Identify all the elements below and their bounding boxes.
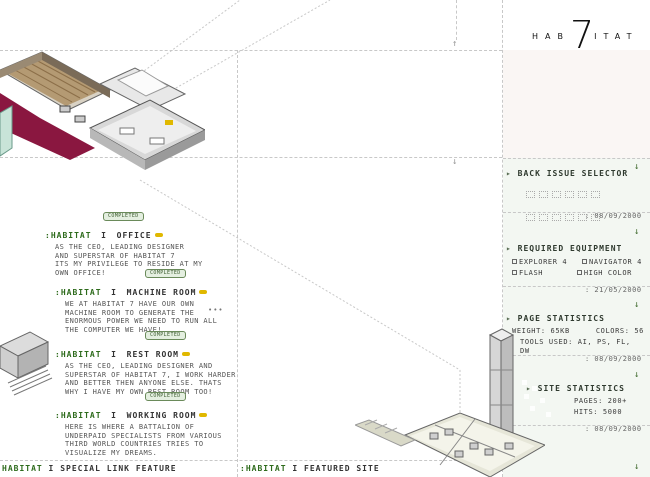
issue-slot[interactable] bbox=[591, 191, 600, 198]
guide-line bbox=[237, 50, 238, 477]
issue-slot[interactable] bbox=[591, 214, 600, 221]
room-brand: :HABITAT bbox=[55, 288, 102, 297]
down-arrow-icon[interactable]: ↓ bbox=[634, 300, 640, 310]
site-stats-list: PAGES: 200+ HITS: 5000 bbox=[574, 397, 627, 417]
room-brand: :HABITAT bbox=[55, 350, 102, 359]
guide-line bbox=[503, 158, 650, 159]
issue-slot[interactable] bbox=[578, 214, 587, 221]
sidebar-panel bbox=[503, 158, 650, 477]
equipment-item: NAVIGATOR 4 bbox=[582, 258, 642, 267]
room-brand: :HABITAT bbox=[45, 231, 92, 240]
completed-badge: COMPLETED bbox=[145, 331, 186, 340]
issue-slot[interactable] bbox=[539, 191, 548, 198]
stat-pages: PAGES: 200+ bbox=[574, 397, 627, 405]
room-title[interactable]: MACHINE ROOM bbox=[126, 288, 197, 297]
working-room-illustration[interactable] bbox=[355, 325, 545, 477]
checkbox-icon bbox=[576, 270, 582, 275]
marker-icon: ▸ bbox=[506, 169, 512, 178]
page-stats-date: : 08/09/2000 bbox=[585, 355, 642, 363]
back-issue-date: : 08/09/2000 bbox=[585, 212, 642, 220]
featured-site-label: FEATURED SITE bbox=[304, 464, 380, 473]
room-entry-office[interactable]: COMPLETED :HABITAT I OFFICE AS THE CEO, … bbox=[45, 202, 240, 277]
equipment-date: : 21/05/2000 bbox=[585, 286, 642, 294]
back-issue-title: ▸ BACK ISSUE SELECTOR bbox=[506, 169, 629, 178]
marker-icon: ▸ bbox=[526, 384, 532, 393]
equipment-item: EXPLORER 4 bbox=[512, 258, 567, 267]
guide-line bbox=[502, 0, 503, 477]
issue-slot[interactable] bbox=[526, 214, 535, 221]
more-icon[interactable]: ••• bbox=[208, 306, 224, 314]
guide-line bbox=[503, 355, 650, 356]
down-arrow-icon[interactable]: ↓ bbox=[634, 370, 640, 380]
room-title[interactable]: WORKING ROOM bbox=[126, 411, 197, 420]
issue-slot[interactable] bbox=[539, 214, 548, 221]
logo-seven: 7 bbox=[569, 13, 595, 57]
site-stats-date: : 08/09/2000 bbox=[585, 425, 642, 433]
status-pill-icon bbox=[154, 233, 163, 237]
page-stats-title: ▸ PAGE STATISTICS bbox=[506, 314, 605, 323]
down-arrow-icon[interactable]: ↓ bbox=[634, 462, 640, 472]
page-stats-list: WEIGHT: 65KB COLORS: 56 TOOLS USED: AI, P… bbox=[512, 327, 644, 356]
room-entry-machine-room[interactable]: COMPLETED :HABITAT I MACHINE ROOM WE AT … bbox=[55, 259, 235, 334]
room-entry-rest-room[interactable]: COMPLETED :HABITAT I REST ROOM AS THE CE… bbox=[55, 321, 240, 396]
room-entry-working-room[interactable]: COMPLETED :HABITAT I WORKING ROOM HERE I… bbox=[55, 382, 240, 457]
special-link-feature[interactable]: HABITAT I SPECIAL LINK FEATURE bbox=[2, 464, 177, 473]
room-brand: :HABITAT bbox=[55, 411, 102, 420]
completed-badge: COMPLETED bbox=[145, 269, 186, 278]
pixel-pattern-decoration bbox=[522, 380, 551, 417]
brand-logo[interactable]: HAB7ITAT bbox=[532, 4, 639, 57]
stat-hits: HITS: 5000 bbox=[574, 408, 623, 416]
equipment-title: ▸ REQUIRED EQUIPMENT bbox=[506, 244, 623, 253]
completed-badge: COMPLETED bbox=[103, 212, 144, 221]
issue-slot[interactable] bbox=[552, 214, 561, 221]
status-pill-icon bbox=[182, 352, 190, 356]
checkbox-icon bbox=[512, 259, 517, 264]
logo-panel bbox=[503, 50, 650, 158]
checkbox-icon bbox=[512, 270, 517, 275]
featured-site[interactable]: :HABITAT I FEATURED SITE bbox=[240, 464, 380, 473]
issue-slot[interactable] bbox=[578, 191, 587, 198]
site-stats-title: ▸ SITE STATISTICS bbox=[526, 384, 625, 393]
stat-tools: TOOLS USED: AI, PS, FL, DW bbox=[520, 338, 631, 355]
equipment-item: FLASH bbox=[512, 269, 543, 278]
guide-line bbox=[456, 0, 457, 40]
guide-line bbox=[0, 460, 502, 461]
guide-line bbox=[0, 50, 502, 51]
stat-weight: WEIGHT: 65KB bbox=[512, 327, 570, 335]
issue-slot[interactable] bbox=[552, 191, 561, 198]
guide-line bbox=[503, 286, 650, 287]
room-title[interactable]: REST ROOM bbox=[126, 350, 179, 359]
rest-room-illustration[interactable] bbox=[0, 328, 55, 398]
logo-suffix: ITAT bbox=[594, 32, 639, 41]
guide-line bbox=[503, 212, 650, 213]
stat-colors: COLORS: 56 bbox=[595, 327, 644, 335]
down-arrow-icon[interactable]: ↓ bbox=[634, 227, 640, 237]
equipment-list: EXPLORER 4 NAVIGATOR 4 FLASH HIGH COLOR bbox=[512, 258, 642, 278]
down-arrow-icon[interactable]: ↓ bbox=[634, 162, 640, 172]
logo-prefix: HAB bbox=[532, 32, 570, 41]
down-arrow-icon[interactable]: ↓ bbox=[452, 157, 458, 167]
marker-icon: ▸ bbox=[506, 314, 512, 323]
guide-line bbox=[503, 425, 650, 426]
back-issue-grid[interactable] bbox=[526, 183, 636, 225]
issue-slot[interactable] bbox=[565, 214, 574, 221]
office-floorplan-illustration[interactable] bbox=[0, 48, 205, 193]
issue-slot[interactable] bbox=[565, 191, 574, 198]
completed-badge: COMPLETED bbox=[145, 392, 186, 401]
status-pill-icon bbox=[199, 290, 208, 294]
special-link-label: SPECIAL LINK FEATURE bbox=[60, 464, 177, 473]
guide-line bbox=[0, 157, 502, 158]
issue-slot[interactable] bbox=[526, 191, 535, 198]
checkbox-icon bbox=[582, 259, 588, 264]
room-title[interactable]: OFFICE bbox=[116, 231, 152, 240]
equipment-item: HIGH COLOR bbox=[576, 269, 642, 278]
up-arrow-icon[interactable]: ↑ bbox=[452, 39, 458, 49]
marker-icon: ▸ bbox=[506, 244, 512, 253]
status-pill-icon bbox=[199, 413, 208, 417]
